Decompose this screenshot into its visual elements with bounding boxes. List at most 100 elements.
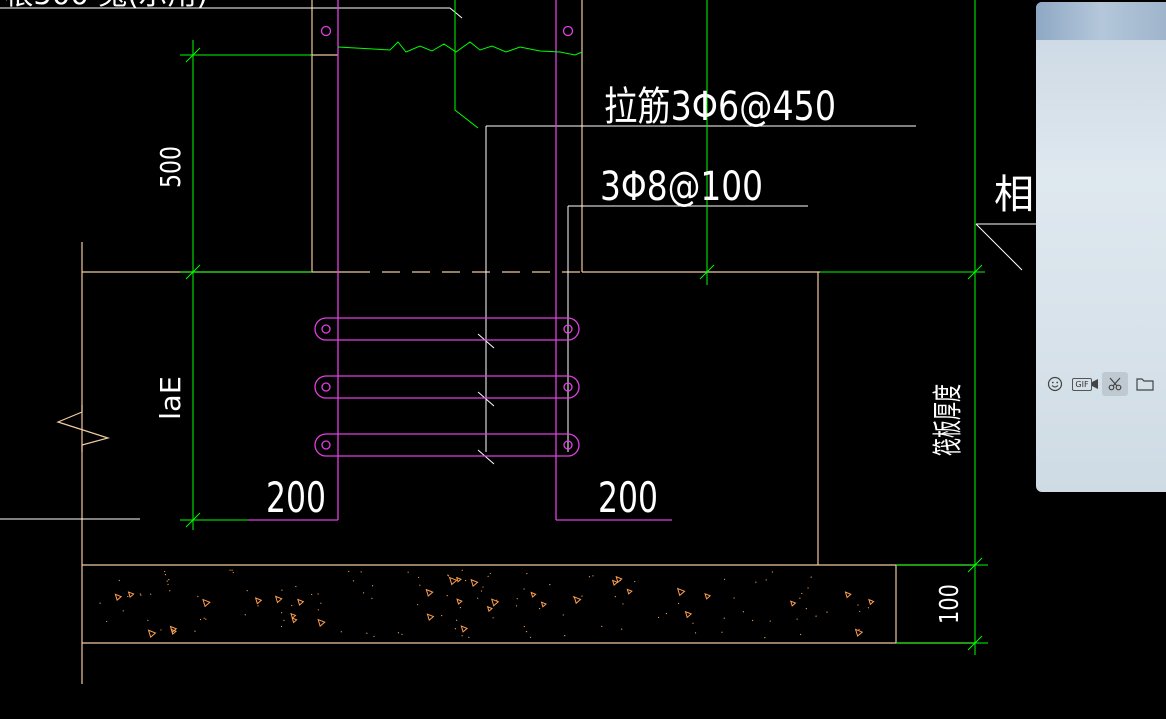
aggregate-triangle [626, 588, 633, 595]
aggregate-dot [526, 572, 528, 575]
aggregate-dot [169, 590, 171, 592]
aggregate-dot [122, 610, 124, 612]
aggregate-fill [99, 569, 875, 639]
aggregate-triangle [297, 598, 305, 606]
aggregate-dot [164, 574, 167, 576]
raft-thickness-label: 筏板厚度 [931, 384, 966, 456]
aggregate-dot [733, 597, 735, 599]
aggregate-triangle [147, 629, 157, 639]
aggregate-dot [764, 637, 766, 639]
aggregate-dot [317, 609, 319, 611]
aggregate-dot [397, 632, 400, 634]
aggregate-dot [801, 592, 803, 595]
aggregate-dot [283, 619, 285, 621]
scissors-icon[interactable] [1102, 372, 1128, 396]
aggregate-dot [232, 571, 234, 574]
aggregate-dot [807, 587, 809, 589]
aggregate-dot [166, 580, 168, 582]
aggregate-triangle [530, 591, 537, 598]
aggregate-dot [826, 611, 828, 613]
aggregate-dot [118, 579, 120, 582]
aggregate-dot [352, 580, 355, 582]
aggregate-dot [360, 571, 362, 573]
dimension-left-200: 200 [266, 473, 326, 522]
aggregate-triangle [573, 596, 582, 605]
aggregate-dot [523, 588, 525, 590]
stirrup-label: 3Φ8@100 [600, 164, 763, 210]
aggregate-dot [619, 579, 622, 582]
dimension-500: 500 [154, 146, 187, 188]
concrete-outline [81, 0, 976, 684]
top-partial-label: ~根500 兔(示用) [0, 0, 208, 11]
aggregate-dot [160, 629, 162, 631]
aggregate-dot [752, 619, 754, 622]
folder-icon[interactable] [1132, 372, 1158, 396]
aggregate-dot [867, 607, 870, 609]
aggregate-dot [815, 615, 817, 617]
aggregate-dot [168, 579, 170, 581]
aggregate-dot [588, 576, 591, 578]
aggregate-dot [340, 631, 342, 633]
aggregate-dot [516, 598, 518, 600]
rebar [248, 0, 672, 521]
aggregate-dot [487, 575, 489, 577]
smile-icon[interactable] [1042, 372, 1068, 396]
aggregate-dot [678, 602, 680, 605]
aggregate-triangle [426, 613, 435, 622]
aggregate-triangle [460, 625, 469, 633]
aggregate-triangle [254, 597, 263, 605]
aggregate-dot [621, 628, 623, 630]
aggregate-triangle [790, 600, 797, 607]
aggregate-dot [796, 618, 798, 620]
aggregate-dot [549, 584, 551, 586]
aggregate-triangle [854, 628, 864, 637]
dimension-lae: laE [154, 376, 187, 420]
aggregate-triangle [425, 588, 434, 597]
aggregate-triangle [114, 593, 123, 601]
aggregate-dot [800, 633, 802, 636]
aggregate-dot [496, 599, 498, 601]
gif-label: GIF [1072, 377, 1092, 391]
aggregate-dot [805, 608, 807, 610]
aggregate-triangle [456, 598, 463, 605]
aggregate-dot [281, 589, 283, 591]
aggregate-dot [601, 625, 603, 628]
aggregate-dot [167, 583, 169, 585]
aggregate-triangle [868, 598, 875, 606]
aggregate-dot [572, 596, 574, 598]
aggregate-dot [459, 607, 462, 609]
aggregate-dot [362, 592, 365, 594]
aggregate-dot [320, 602, 322, 604]
aggregate-dot [229, 569, 231, 571]
aggregate-triangle [274, 595, 283, 604]
dimension-right-200: 200 [598, 473, 658, 522]
aggregate-dot [454, 628, 457, 630]
aggregate-dot [622, 603, 624, 605]
aggregate-dot [692, 622, 694, 624]
aggregate-triangle [290, 612, 297, 620]
aggregate-dot [492, 617, 494, 619]
aggregate-dot [140, 594, 142, 596]
dimension-100: 100 [935, 584, 965, 624]
aggregate-dot [446, 595, 448, 597]
aggregate-dot [447, 574, 449, 576]
aggregate-dot [857, 604, 859, 606]
aggregate-dot [799, 597, 801, 599]
aggregate-triangle [456, 576, 462, 583]
aggregate-dot [694, 632, 697, 634]
aggregate-dot [464, 580, 467, 582]
aggregate-triangle [676, 587, 686, 597]
aggregate-dot [447, 575, 450, 577]
aggregate-triangle [170, 628, 177, 636]
aggregate-triangle [540, 601, 547, 608]
aggregate-dot [280, 625, 283, 628]
gif-icon[interactable]: GIF [1072, 372, 1098, 396]
aggregate-triangle [486, 605, 493, 612]
aggregate-dot [371, 585, 374, 587]
aggregate-triangle [704, 592, 712, 600]
aggregate-dot [614, 596, 616, 598]
aggregate-dot [461, 569, 463, 571]
aggregate-dot [150, 593, 152, 595]
aggregate-dot [769, 620, 771, 622]
aggregate-dot [859, 610, 861, 613]
